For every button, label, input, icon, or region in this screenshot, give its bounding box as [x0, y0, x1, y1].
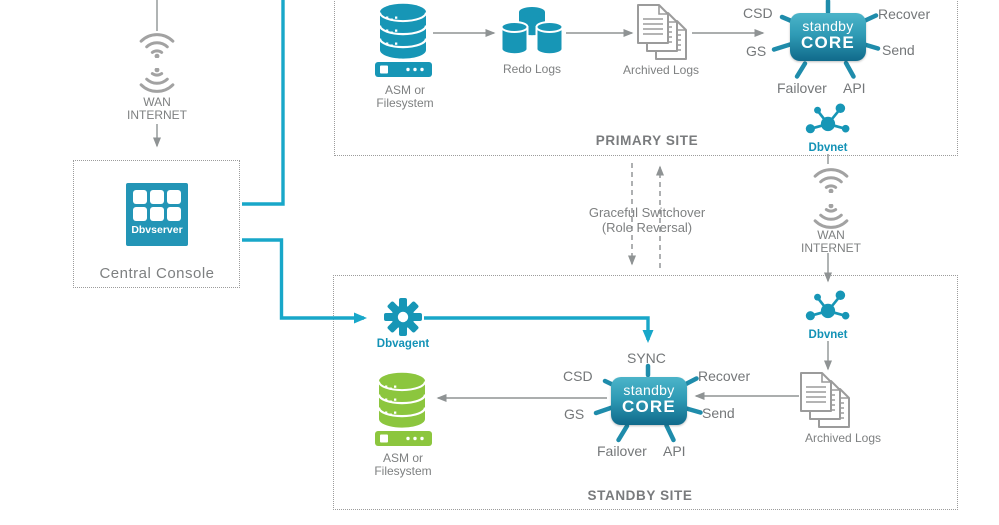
dbvserver-label: Dbvserver — [131, 224, 183, 236]
archived-logs-label: Archived Logs — [622, 63, 700, 77]
dbvagent-label: Dbvagent — [376, 338, 430, 350]
core-subtitle: CORE — [801, 33, 855, 52]
wan-internet-label: WAN INTERNET — [127, 95, 187, 122]
central-console-label: Central Console — [99, 265, 215, 282]
core-label-gs: GS — [564, 406, 585, 422]
core-label-api: API — [663, 443, 686, 459]
archived-logs-icon — [800, 372, 852, 434]
core-title: standby — [623, 382, 675, 398]
dbvserver-icon: Dbvserver — [126, 183, 188, 246]
asm-filesystem-label: ASM or Filesystem — [376, 83, 434, 110]
asm-filesystem-label: ASM or Filesystem — [374, 451, 432, 478]
core-label-failover: Failover — [597, 443, 647, 459]
archived-logs-label: Archived Logs — [804, 431, 882, 445]
dbvnet-icon — [804, 290, 852, 335]
redo-logs-icon — [500, 5, 564, 64]
asm-server-icon — [375, 431, 432, 451]
asm-database-icon — [378, 3, 428, 65]
wifi-icon — [811, 165, 851, 198]
dbvagent-gear-icon — [383, 297, 423, 342]
core-label-send: Send — [882, 42, 915, 58]
core-label-gs: GS — [746, 43, 767, 59]
wan-internet-label: WAN INTERNET — [801, 228, 861, 255]
core-label-failover: Failover — [777, 80, 827, 96]
archived-logs-icon — [637, 4, 689, 66]
standby-core-box: standby CORE — [790, 13, 866, 61]
standby-site-label: STANDBY SITE — [587, 488, 693, 503]
wifi-icon — [811, 199, 851, 232]
wifi-icon — [137, 30, 177, 63]
dbvnet-icon — [804, 103, 852, 148]
redo-logs-label: Redo Logs — [502, 62, 562, 76]
primary-site-label: PRIMARY SITE — [595, 133, 699, 148]
asm-database-icon — [377, 372, 427, 434]
standby-core-box: standby CORE — [611, 377, 687, 425]
core-label-csd: CSD — [743, 5, 773, 21]
standby-site-box — [333, 275, 958, 510]
asm-server-icon — [375, 62, 432, 82]
wifi-icon — [137, 63, 177, 96]
core-label-send: Send — [702, 405, 735, 421]
core-subtitle: CORE — [622, 397, 676, 416]
core-label-api: API — [843, 80, 866, 96]
central-console-box — [73, 160, 240, 288]
sync-label: SYNC — [627, 350, 666, 366]
primary-site-box — [334, 0, 958, 156]
dbvserver-grid — [133, 190, 181, 221]
console-link-line — [242, 0, 285, 206]
dbvnet-label: Dbvnet — [808, 329, 848, 341]
core-label-recover: Recover — [698, 368, 751, 384]
core-title: standby — [802, 18, 854, 34]
dbvnet-label: Dbvnet — [808, 142, 848, 154]
switchover-label: Graceful Switchover (Role Reversal) — [588, 205, 706, 235]
core-label-recover: Recover — [878, 6, 931, 22]
core-label-csd: CSD — [563, 368, 593, 384]
